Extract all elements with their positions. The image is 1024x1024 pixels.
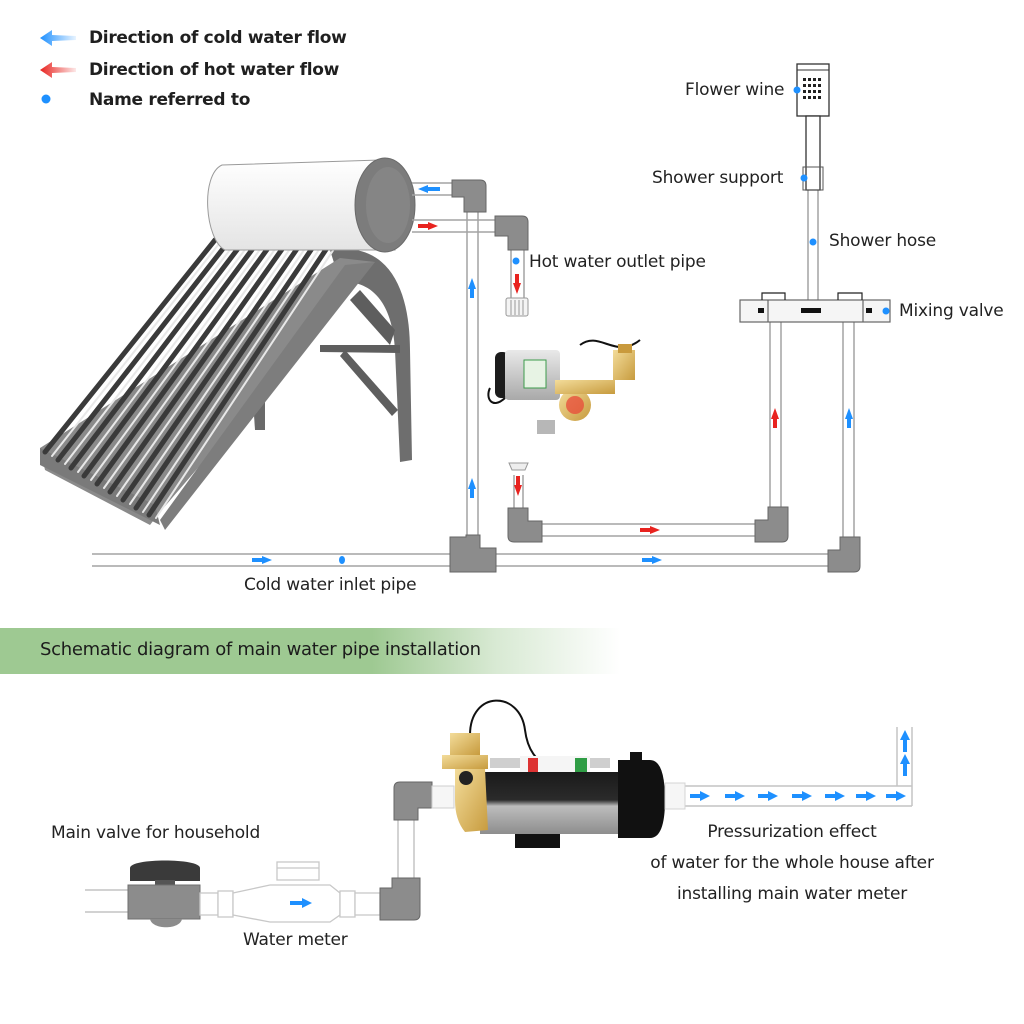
shower-head bbox=[796, 63, 830, 191]
elbow-fitting bbox=[494, 215, 529, 251]
main-valve bbox=[127, 860, 201, 928]
water-meter-label: Water meter bbox=[243, 930, 348, 950]
legend-hot-arrow-icon bbox=[40, 62, 76, 78]
dot-icon bbox=[882, 307, 890, 315]
cold-water-inlet-pipe-label: Cold water inlet pipe bbox=[244, 575, 417, 595]
cold-flow-arrow bbox=[468, 478, 476, 498]
cold-flow-arrow bbox=[900, 730, 910, 752]
hot-flow-arrow bbox=[640, 526, 660, 534]
hot-flow-arrow bbox=[771, 408, 779, 428]
cold-flow-arrow bbox=[886, 791, 906, 801]
dot-icon bbox=[339, 556, 345, 564]
top-pipes bbox=[92, 182, 855, 567]
cold-flow-arrow bbox=[418, 185, 440, 193]
dot-icon bbox=[800, 174, 808, 182]
pipe-cap bbox=[508, 462, 529, 471]
flower-wine-label: Flower wine bbox=[685, 80, 785, 100]
legend-cold-arrow-icon bbox=[40, 30, 76, 46]
legend-hot-label: Direction of hot water flow bbox=[89, 60, 340, 80]
pump-inlet-union bbox=[431, 785, 455, 809]
dot-icon bbox=[793, 86, 801, 94]
circulation-pump-image bbox=[487, 339, 641, 434]
pipe-fittings bbox=[449, 179, 861, 573]
legend-dot-icon bbox=[41, 94, 51, 104]
shower-nozzles bbox=[803, 78, 821, 99]
legend-name-label: Name referred to bbox=[89, 90, 251, 110]
pressurization-line-2: of water for the whole house after bbox=[650, 853, 934, 873]
hot-flow-arrow bbox=[418, 222, 438, 230]
solar-water-heater bbox=[40, 157, 416, 530]
section-banner-title: Schematic diagram of main water pipe ins… bbox=[40, 639, 481, 660]
pump-outlet-union bbox=[664, 782, 686, 810]
hot-outlet-tap bbox=[505, 297, 529, 317]
tee-fitting bbox=[449, 534, 497, 573]
elbow-fitting bbox=[827, 536, 861, 573]
cold-flow-arrow bbox=[725, 791, 745, 801]
elbow-fitting bbox=[451, 179, 487, 213]
elbow-fitting bbox=[393, 781, 433, 821]
dot-icon bbox=[512, 257, 520, 265]
elbow-fitting bbox=[379, 877, 421, 921]
cold-flow-arrow bbox=[856, 791, 876, 801]
hot-water-outlet-pipe-label: Hot water outlet pipe bbox=[529, 252, 706, 272]
cold-flow-arrow bbox=[825, 791, 845, 801]
vacuum-tubes bbox=[42, 237, 335, 519]
bottom-fittings bbox=[379, 781, 433, 921]
cold-flow-arrow bbox=[792, 791, 812, 801]
flow-arrows-top bbox=[252, 185, 853, 564]
legend-cold-label: Direction of cold water flow bbox=[89, 28, 347, 48]
mixing-valve bbox=[739, 292, 891, 323]
section-banner bbox=[0, 628, 620, 674]
booster-pump-image bbox=[442, 699, 665, 848]
shower-support-label: Shower support bbox=[652, 168, 784, 188]
pressurization-line-1: Pressurization effect bbox=[707, 822, 877, 842]
main-valve-label: Main valve for household bbox=[51, 823, 261, 843]
shower-hose-label: Shower hose bbox=[829, 231, 937, 251]
cold-flow-arrow bbox=[252, 556, 272, 564]
elbow-fitting bbox=[754, 506, 789, 543]
water-meter bbox=[199, 861, 381, 923]
cold-flow-arrow bbox=[690, 791, 710, 801]
pressurization-arrows bbox=[690, 730, 910, 801]
bottom-pipes bbox=[85, 727, 913, 913]
cold-flow-arrow bbox=[900, 754, 910, 776]
dot-icon bbox=[809, 238, 817, 246]
hot-flow-arrow bbox=[514, 476, 522, 496]
water-meter-flow-arrow bbox=[290, 898, 312, 908]
mixing-valve-label: Mixing valve bbox=[899, 301, 1004, 321]
hot-flow-arrow bbox=[513, 274, 521, 294]
reference-dots-top bbox=[339, 86, 890, 564]
cold-flow-arrow bbox=[642, 556, 662, 564]
cold-flow-arrow bbox=[758, 791, 778, 801]
elbow-fitting bbox=[507, 507, 543, 543]
cold-flow-arrow bbox=[845, 408, 853, 428]
pressurization-line-3: installing main water meter bbox=[676, 884, 908, 904]
cold-flow-arrow bbox=[468, 278, 476, 298]
